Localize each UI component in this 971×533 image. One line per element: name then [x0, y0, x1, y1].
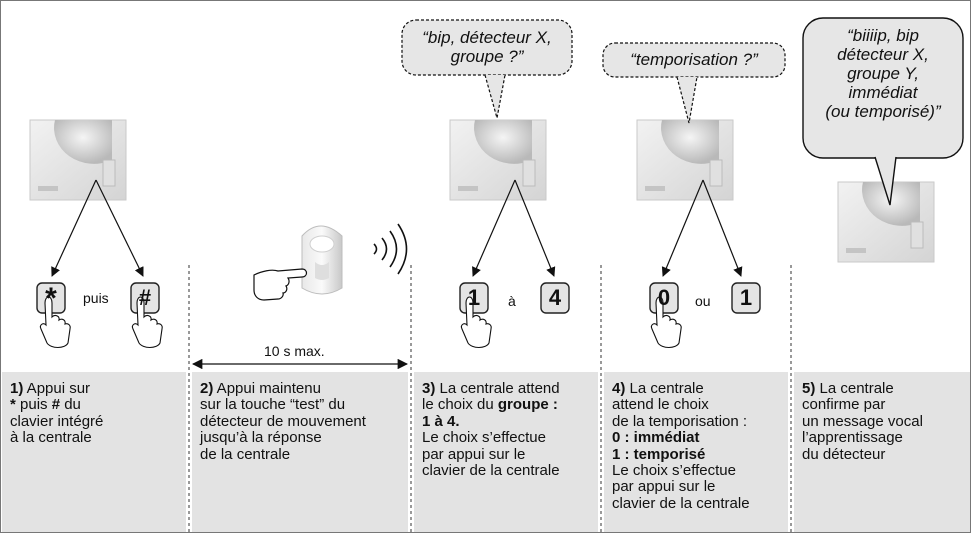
key-1b-outline [731, 282, 761, 314]
step-text-2: 2) Appui maintenu sur la touche “test” d… [200, 380, 405, 463]
step-text-3: 3) La centrale attend le choix du groupe… [422, 380, 597, 480]
timing-label: 10 s max. [264, 343, 325, 359]
step-text-1: 1) Appui sur * puis # du clavier intégré… [10, 380, 180, 447]
step-5-text: La centrale confirme par un message voca… [802, 380, 923, 463]
speech-bubble-5 [802, 17, 964, 206]
central-unit-5 [837, 181, 935, 263]
motion-detector [301, 225, 343, 295]
step-text-4: 4) La centrale attend le choix de la tem… [612, 380, 787, 512]
ou-label: ou [695, 293, 711, 309]
speech-bubble-3 [401, 19, 573, 119]
step-1-text-b: puis [15, 396, 52, 414]
step-panel-5 [794, 372, 970, 532]
step-number-5: 5) [802, 380, 816, 397]
step-3-text-a: La centrale attend le choix du [422, 380, 560, 414]
step-number-1: 1) [10, 380, 24, 397]
central-unit-4 [636, 119, 734, 201]
dashed-separators [188, 265, 792, 533]
step-1-text-a: Appui sur [26, 380, 91, 397]
central-unit-3 [449, 119, 547, 201]
step-number-2: 2) [200, 380, 214, 397]
key-hash: # [138, 285, 152, 310]
step-4-bold: 0 : immédiat 1 : temporisé [612, 429, 706, 463]
finger-icons [39, 296, 682, 349]
central-unit-1 [29, 119, 127, 201]
speech-bubble-4 [602, 42, 786, 124]
step-1-hash: # [51, 396, 61, 414]
step-number-3: 3) [422, 380, 436, 397]
finger-icon-4 [650, 296, 682, 349]
bubble-text-3: “bip, détecteur X, groupe ?” [422, 28, 552, 66]
a-label: à [508, 293, 516, 309]
step-number-4: 4) [612, 380, 626, 397]
puis-label: puis [83, 290, 109, 306]
step-3-text-b: Le choix s’effectue par appui sur le cla… [422, 429, 560, 480]
key-4: 4 [548, 285, 562, 310]
step-3-bold: groupe : 1 à 4. [422, 396, 558, 430]
finger-icon-3 [460, 296, 492, 349]
key-1: 1 [467, 285, 481, 310]
step-panel-4 [604, 372, 788, 532]
signal-waves-icon [373, 223, 408, 275]
key-star: * [45, 282, 57, 315]
bubble-text-5: “biiiip, bip détecteur X, groupe Y, immé… [825, 26, 941, 121]
finger-icon-2 [131, 296, 163, 349]
step-2-text: Appui maintenu sur la touche “test” du d… [200, 380, 366, 463]
hand-icon [253, 268, 308, 301]
step-4-text-a: La centrale attend le choix de la tempor… [612, 380, 748, 430]
key-arrows [51, 179, 743, 277]
bubble-text-4: “temporisation ?” [630, 50, 758, 69]
step-panel-3 [414, 372, 598, 532]
step-1-text-c: du clavier intégré à la centrale [10, 396, 104, 447]
key-4-outline [540, 282, 570, 314]
finger-icon-1 [39, 296, 71, 349]
step-text-5: 5) La centrale confirme par un message v… [802, 380, 970, 463]
step-1-star: * [10, 396, 16, 414]
step-panels [2, 372, 970, 532]
key-1b: 1 [739, 285, 753, 310]
step-panel-1 [2, 372, 186, 532]
key-0: 0 [657, 285, 671, 310]
step-4-text-b: Le choix s’effectue par appui sur le cla… [612, 462, 750, 512]
step-panel-2 [192, 372, 408, 532]
